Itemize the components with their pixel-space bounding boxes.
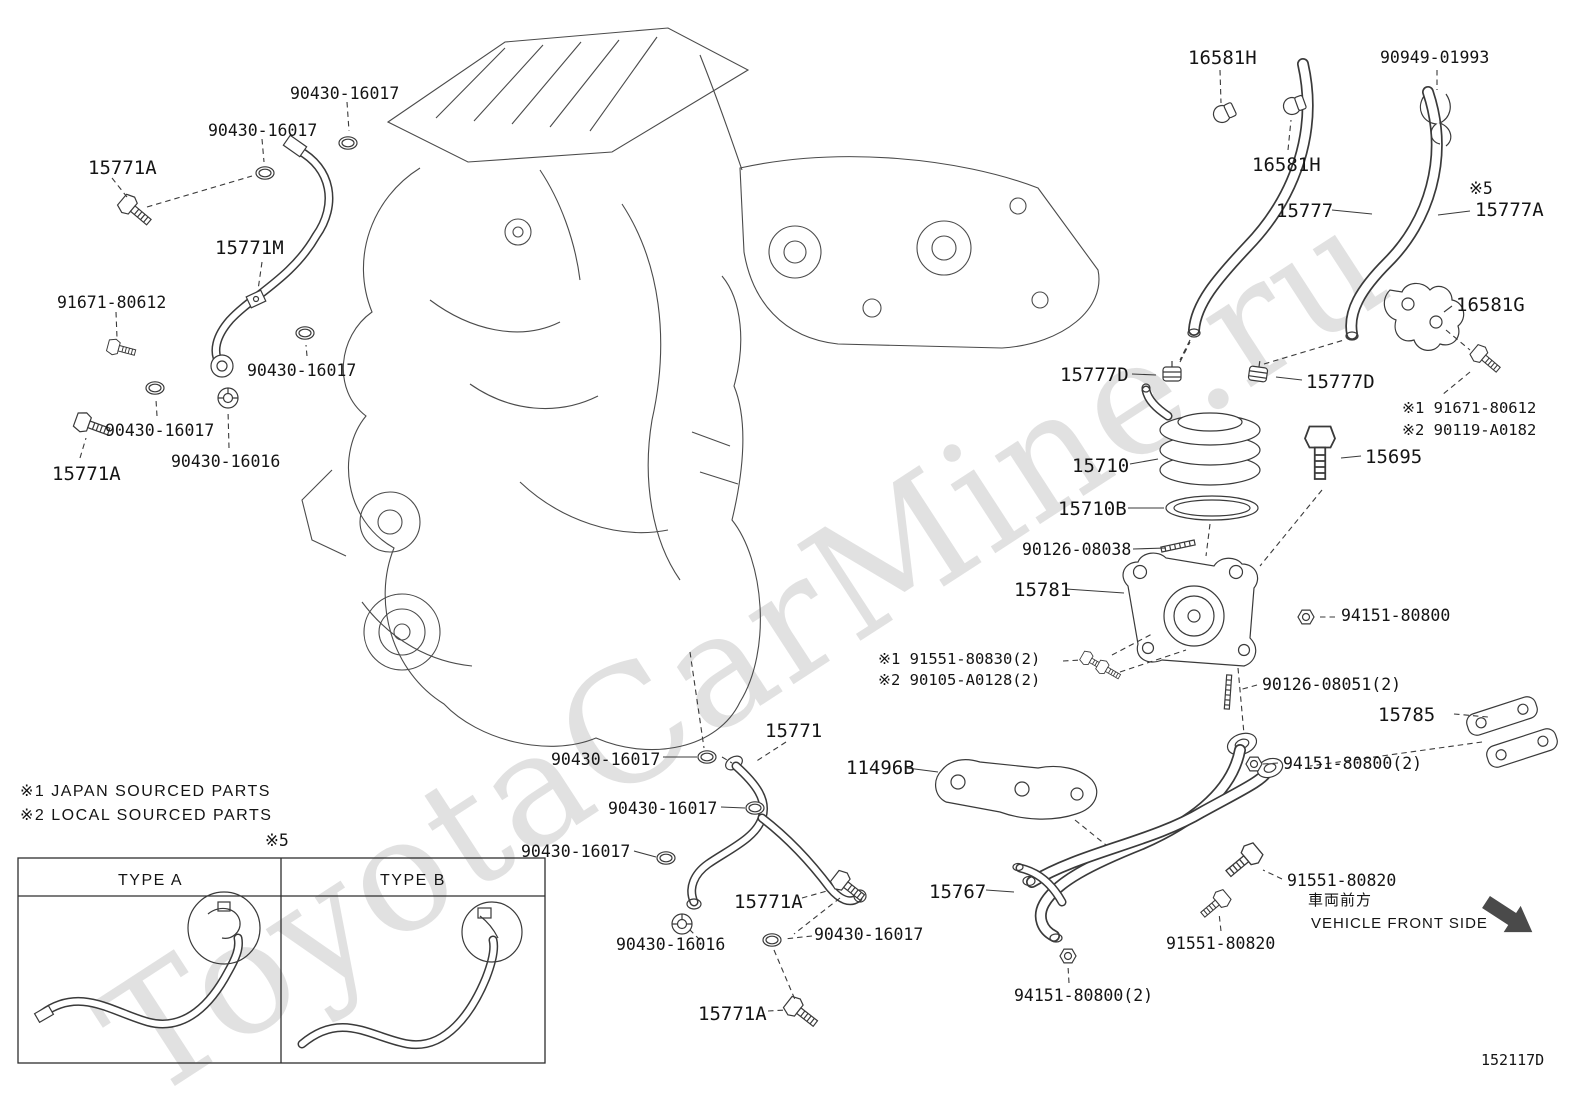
leader-solid-lines (633, 209, 1471, 893)
oring-90430-16017-icon (762, 933, 782, 947)
part-label-16581H: 16581H (1188, 47, 1257, 69)
oil-filter-bracket-15781-art (1122, 552, 1259, 667)
part-label-15710B: 15710B (1058, 498, 1127, 520)
inset-type-a-label: TYPE A (118, 872, 184, 889)
oring-90430-16017-icon (255, 166, 275, 180)
part-label-16581H: 16581H (1252, 154, 1321, 176)
part-label-90430-16017: 90430-16017 (608, 799, 718, 818)
nut-94151-icon (1059, 948, 1077, 964)
grommet-90430-16016-icon (217, 387, 239, 409)
inset-type-b-label: TYPE B (380, 872, 446, 889)
part-label-15771A: 15771A (734, 891, 803, 913)
part-label-15777D: 15777D (1060, 364, 1129, 386)
part-label-15695: 15695 (1365, 446, 1423, 468)
part-label-15785: 15785 (1378, 704, 1436, 726)
part-label-15777: 15777 (1276, 200, 1334, 222)
part-label-90430-16017: 90430-16017 (290, 84, 400, 103)
bracket-16581G-art (1383, 282, 1465, 351)
drawing-number: 152117D (1481, 1051, 1545, 1069)
part-label-16581G: 16581G (1456, 294, 1525, 316)
part-label-90430-16017: 90430-16017 (208, 121, 318, 140)
hose-clamp-16581H-icon (1210, 100, 1238, 126)
engine-block-art (301, 27, 1100, 750)
bolt-15695-icon (1304, 425, 1336, 480)
part-label-15767: 15767 (929, 881, 987, 903)
part-label-91551-80820: 91551-80820 (1287, 871, 1397, 890)
grommet-90430-16016-icon (671, 913, 693, 935)
part-label-90949-01993: 90949-01993 (1380, 48, 1490, 67)
part-label-15771A: 15771A (698, 1003, 767, 1025)
stud-90126-08038-icon (1160, 539, 1196, 553)
hose-type-inset-box (17, 857, 546, 1064)
vehicle-front-arrow-icon (1482, 895, 1533, 933)
part-label-15781: 15781 (1014, 579, 1072, 601)
part-label-90126-08038: 90126-08038 (1022, 540, 1132, 559)
footnote-91551-80830: ※1 91551-80830(2) (878, 650, 1041, 668)
part-label-11496B: 11496B (846, 757, 915, 779)
part-label-15771A: 15771A (88, 157, 157, 179)
part-label-94151-80800: 94151-80800(2) (1014, 986, 1154, 1005)
part-label-15777A: 15777A (1475, 199, 1544, 221)
part-label-90126-08051: 90126-08051(2) (1262, 675, 1402, 694)
hose-clamp-15777D-icon (1162, 360, 1182, 382)
part-label-15710: 15710 (1072, 455, 1130, 477)
bolt-15771A-icon (115, 191, 156, 231)
part-label-91551-80820: 91551-80820 (1166, 934, 1276, 953)
vehicle-front-label-en: VEHICLE FRONT SIDE (1311, 915, 1488, 932)
clamp-90949-icon (1419, 93, 1452, 147)
oring-90430-16017-icon (295, 326, 315, 340)
oring-90430-16017-icon (145, 381, 165, 395)
footnote-90105-A0128: ※2 90105-A0128(2) (878, 671, 1041, 689)
stud-90126-08051-icon (1223, 674, 1233, 710)
cooler-gasket-15710B-art (1165, 495, 1259, 521)
oring-90430-16017-icon (697, 750, 717, 764)
nut-94151-icon (1297, 609, 1315, 625)
oring-90430-16017-icon (656, 851, 676, 865)
ref-mark-5: ※5 (1469, 179, 1493, 198)
plate-11496B-art (935, 759, 1098, 820)
oring-90430-16017-icon (338, 136, 358, 150)
part-label-90430-16016: 90430-16016 (171, 452, 281, 471)
part-label-15771M: 15771M (215, 237, 284, 259)
part-label-90430-16017: 90430-16017 (247, 361, 357, 380)
gasket-15785-art (1466, 696, 1538, 736)
part-label-90430-16017: 90430-16017 (105, 421, 215, 440)
part-label-15771A: 15771A (52, 463, 121, 485)
vehicle-front-label-jp: 車両前方 (1308, 892, 1373, 909)
bolt-91671-80612-icon (1467, 342, 1505, 378)
oil-pipe-15771M-art (210, 134, 334, 378)
bypass-pipe-15767-art (1012, 732, 1284, 943)
bolt-91551-80820-icon (1220, 839, 1266, 883)
gasket-15785-art (1486, 728, 1558, 768)
oring-90430-16017-icon (745, 801, 765, 815)
part-label-15777D: 15777D (1306, 371, 1375, 393)
legend-note-1: ※1 JAPAN SOURCED PARTS (20, 783, 271, 800)
part-label-90430-16017: 90430-16017 (814, 925, 924, 944)
nut-94151-icon (1245, 756, 1263, 772)
oil-cooler-15710-art (1141, 383, 1261, 486)
part-label-94151-80800: 94151-80800 (1341, 606, 1451, 625)
part-label-94151-80800: 94151-80800(2) (1283, 754, 1423, 773)
part-label-91671-80612: 91671-80612 (57, 293, 167, 312)
part-label-15771: 15771 (765, 720, 823, 742)
part-label-90430-16016: 90430-16016 (616, 935, 726, 954)
bolt-91671-80612-icon (105, 337, 138, 361)
bolt-15771A-icon (780, 993, 823, 1033)
footnote-90119-A0182: ※2 90119-A0182 (1402, 421, 1537, 439)
bolt-91551-80820-icon (1196, 887, 1234, 923)
part-label-90430-16017: 90430-16017 (551, 750, 661, 769)
footnote-91671-80612: ※1 91671-80612 (1402, 399, 1537, 417)
leader-dashed-lines (79, 69, 1489, 1012)
part-label-90430-16017: 90430-16017 (521, 842, 631, 861)
oil-pipe-15771-art (686, 755, 867, 910)
inset-ref-mark-5: ※5 (265, 831, 289, 850)
legend-note-2: ※2 LOCAL SOURCED PARTS (20, 807, 273, 824)
